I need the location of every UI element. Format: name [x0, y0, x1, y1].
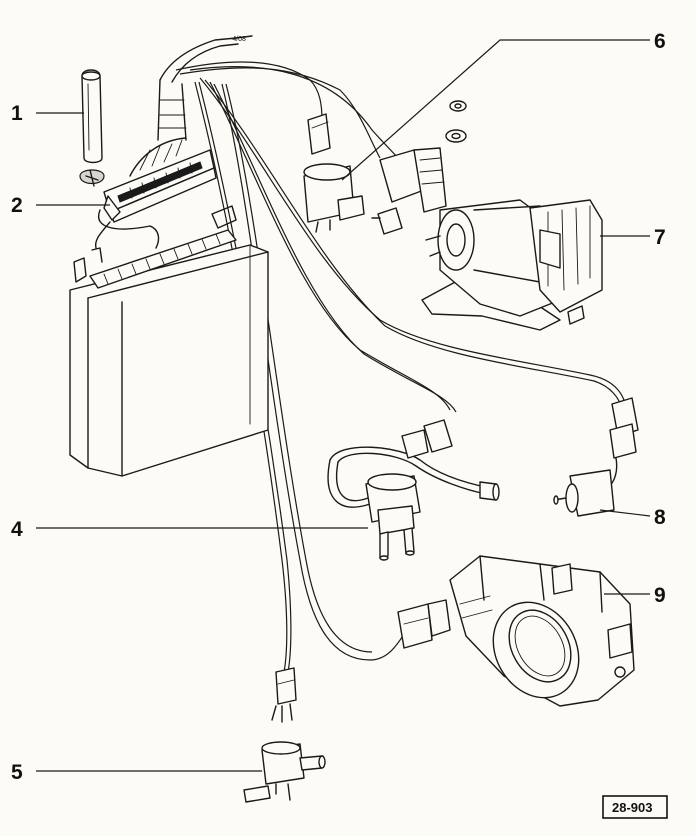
control-unit: [69, 205, 269, 477]
wiring-harness: [157, 37, 627, 673]
figure-reference: 28-903: [612, 800, 652, 815]
part-7-actuator-assembly: [379, 147, 603, 331]
leader-8: [599, 509, 651, 517]
part-4-solenoid-valve: [327, 419, 500, 561]
part-6-relay: [303, 100, 467, 235]
callout-8: 8: [654, 506, 666, 529]
callout-1: 1: [11, 102, 23, 125]
harness-tag: -4/08: [230, 35, 253, 43]
callout-4: 4: [11, 518, 23, 541]
part-9-throttle-body: [397, 555, 635, 707]
part-5-switch: [243, 667, 326, 803]
harness-tag-text: -4/08: [230, 36, 246, 43]
part-1-protective-sleeve: [79, 69, 105, 187]
leader-6: [341, 39, 650, 181]
callout-5: 5: [11, 761, 23, 784]
callout-7: 7: [654, 226, 666, 249]
part-8-sensor: [553, 397, 639, 517]
leader-lines: [36, 39, 651, 772]
callout-9: 9: [654, 584, 666, 607]
part-2-harness-connector: [94, 137, 217, 249]
figure-reference-box: 28-903: [602, 795, 668, 819]
callout-6: 6: [654, 30, 666, 53]
callout-2: 2: [11, 194, 23, 217]
callouts: 1 2 4 5 6 7 8 9: [11, 30, 666, 784]
